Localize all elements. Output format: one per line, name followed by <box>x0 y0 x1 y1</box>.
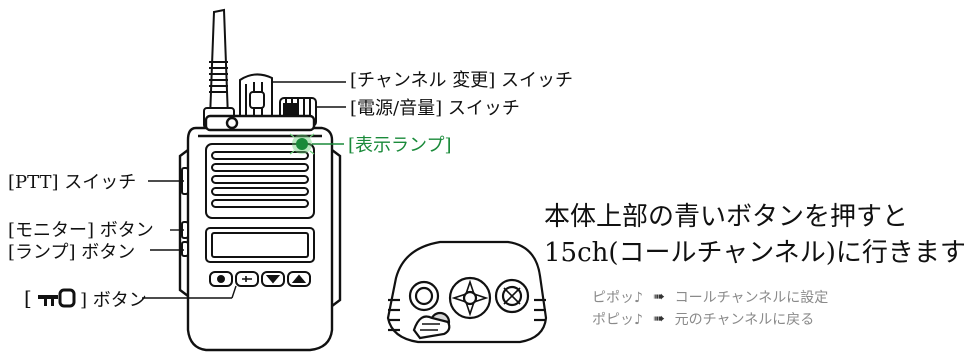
channel-knob <box>239 73 273 121</box>
arrow-icon: ➠ <box>652 289 665 305</box>
leader-lines <box>142 81 346 299</box>
key-button-label: ] ボタン <box>80 290 147 311</box>
arrow-icon: ➠ <box>652 311 665 327</box>
key-icon <box>38 288 76 308</box>
lcd-display <box>205 227 315 263</box>
beep-sound: ピポッ♪ <box>592 290 643 306</box>
callout-line-1: 本体上部の青いボタンを押すと <box>544 202 909 232</box>
speaker-grille <box>205 143 315 219</box>
beep-row: ポピッ♪ ➠ 元のチャンネルに戻る <box>592 308 828 330</box>
indicator-lamp-label: [表示ランプ] <box>348 135 452 156</box>
beep-meaning: コールチャンネルに設定 <box>674 290 829 306</box>
key-button-label-left: [ <box>24 286 32 310</box>
beep-sound: ポピッ♪ <box>592 312 643 328</box>
antenna <box>203 8 235 129</box>
beep-list: ピポッ♪ ➠ コールチャンネルに設定 ポピッ♪ ➠ 元のチャンネルに戻る <box>592 286 828 330</box>
radio-diagram: [チャンネル 変更] スイッチ [電源/音量] スイッチ [表示ランプ] [PT… <box>8 8 966 352</box>
beep-row: ピポッ♪ ➠ コールチャンネルに設定 <box>592 286 828 308</box>
channel-switch-label: [チャンネル 変更] スイッチ <box>350 70 573 91</box>
radio-illustration <box>38 8 548 352</box>
callout-line-2: 15ch(コールチャンネル)に行きます <box>544 238 966 268</box>
indicator-lamp <box>289 133 315 155</box>
front-buttons <box>209 271 311 287</box>
lamp-button-label: [ランプ] ボタン <box>8 242 136 263</box>
radio-top-view <box>386 240 548 344</box>
beep-meaning: 元のチャンネルに戻る <box>674 312 815 328</box>
power-volume-switch-label: [電源/音量] スイッチ <box>350 98 520 119</box>
monitor-button-label: [モニター] ボタン <box>8 220 154 241</box>
ptt-switch-label: [PTT] スイッチ <box>8 172 137 193</box>
